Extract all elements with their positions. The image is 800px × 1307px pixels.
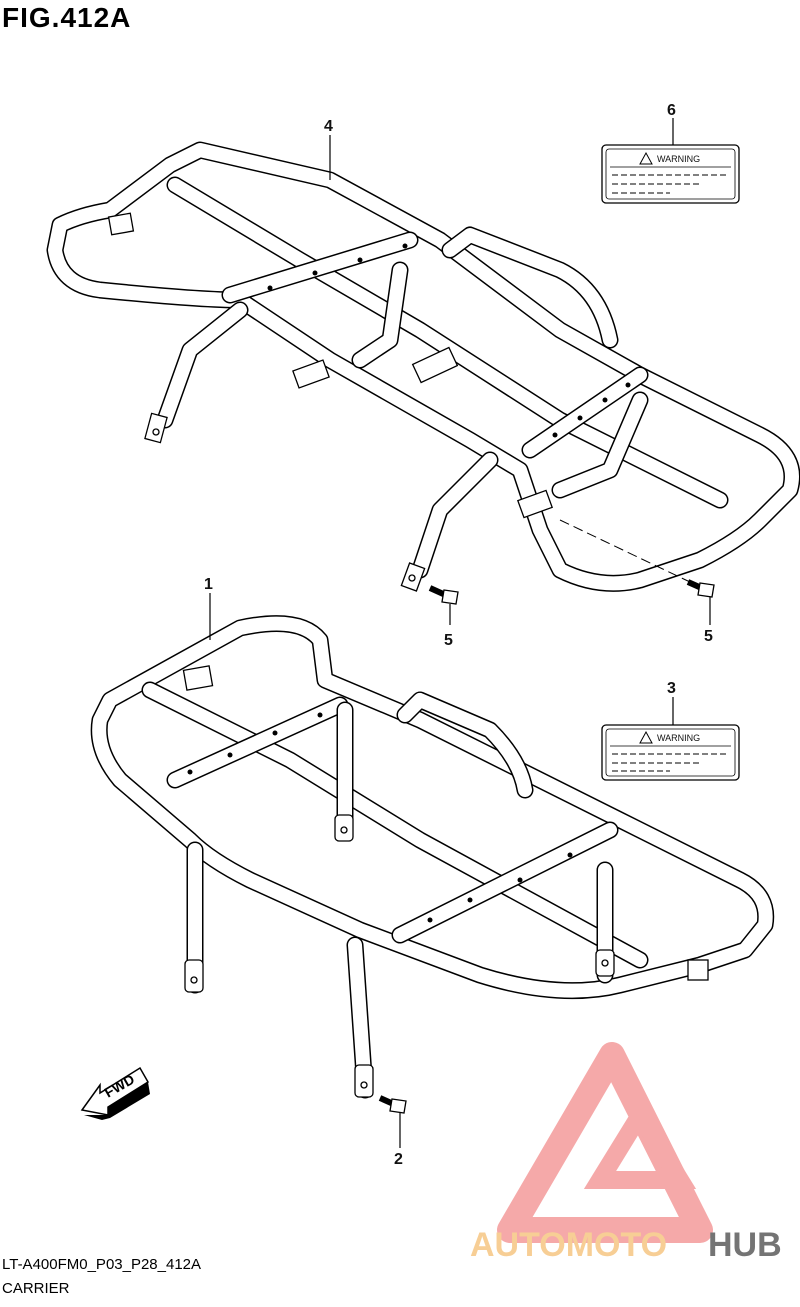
warning-label-upper-text: WARNING [657,154,700,164]
watermark-text-automoto: AUTOMOTO [470,1226,667,1264]
callout-1: 1 [204,576,213,593]
callout-3: 3 [667,680,676,697]
callout-5-left: 5 [444,632,453,649]
watermark-logo: AUTOMOTO HUB [470,1042,782,1264]
callout-2: 2 [394,1151,403,1168]
warning-label-lower: WARNING [601,724,740,781]
watermark-text-hub: HUB [708,1226,782,1264]
warning-label-lower-text: WARNING [657,733,700,743]
callout-5-right: 5 [704,628,713,645]
diagram-code: LT-A400FM0_P03_P28_412A [2,1256,202,1273]
front-carrier-assembly [90,615,775,1099]
forward-direction-arrow: FWD [80,1066,150,1120]
diagram-name: CARRIER [2,1280,70,1297]
figure-title: FIG.412A [2,2,132,33]
bolt-lower [378,1095,407,1114]
bolt-upper-right [686,579,715,598]
callout-6: 6 [667,102,676,119]
rear-carrier-assembly [46,141,800,592]
bolt-upper-left [428,585,459,605]
callout-4: 4 [324,118,333,135]
warning-label-upper: WARNING [601,144,740,204]
